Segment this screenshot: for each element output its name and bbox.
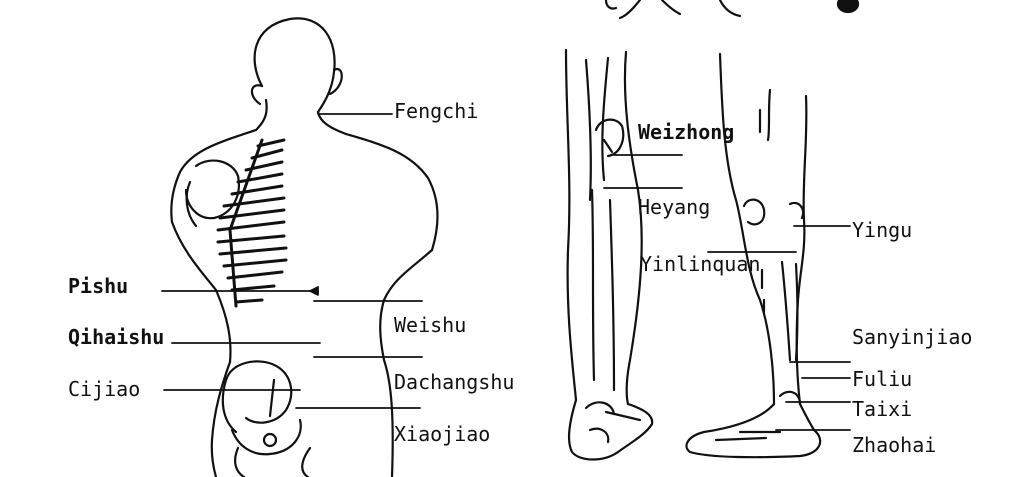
label-fuliu: Fuliu — [852, 368, 912, 390]
back-figure — [162, 18, 438, 477]
label-yinlinquan: Yinlinquan — [640, 253, 760, 275]
label-cijiao: Cijiao — [68, 378, 140, 400]
front-leg-outer — [720, 54, 774, 404]
neck-left — [256, 100, 267, 130]
label-dachangshu: Dachangshu — [394, 371, 514, 393]
head-outline — [255, 18, 335, 112]
label-yingu: Yingu — [852, 219, 912, 241]
label-zhaohai: Zhaohai — [852, 434, 936, 456]
label-taixi: Taixi — [852, 398, 912, 420]
right-shoulder — [346, 134, 438, 250]
hip-right — [384, 360, 393, 477]
label-heyang: Heyang — [638, 196, 710, 218]
back-leader-lines — [162, 114, 422, 408]
label-pishu: Pishu — [68, 275, 128, 297]
label-weishu: Weishu — [394, 314, 466, 336]
leg-figure — [566, 0, 858, 460]
torso-right-side — [380, 250, 432, 360]
rear-leg-outer — [566, 50, 576, 400]
rear-foot — [569, 400, 652, 460]
front-leg-inner — [797, 96, 807, 404]
label-sanyinjiao: Sanyinjiao — [852, 326, 972, 348]
label-weizhong: Weizhong — [638, 121, 734, 143]
rear-leg-inner — [625, 52, 642, 404]
label-xiaojiao: Xiaojiao — [394, 423, 490, 445]
left-ear — [252, 85, 262, 104]
label-qihaishu: Qihaishu — [68, 326, 164, 348]
scapula — [186, 161, 239, 219]
pelvis — [226, 361, 291, 422]
label-fengchi: Fengchi — [394, 100, 478, 122]
neck-right — [318, 112, 346, 134]
left-shoulder — [171, 130, 256, 222]
